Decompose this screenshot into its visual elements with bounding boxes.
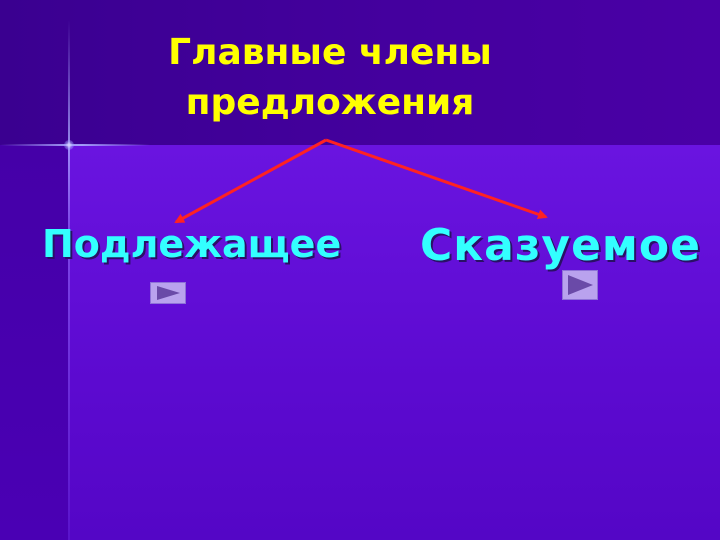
sparkle-horizontal-line: [0, 144, 150, 146]
subject-link-button[interactable]: [150, 282, 186, 304]
arrow-to-subject: [174, 138, 327, 224]
predicate-link-button[interactable]: [562, 270, 598, 300]
slide-title: Главные члены предложения: [130, 28, 530, 128]
play-triangle-icon: [568, 275, 593, 295]
slide-title-line-1: Главные члены: [168, 32, 492, 73]
sparkle-star: [64, 140, 74, 150]
node-predicate: Сказуемое: [420, 220, 701, 271]
background-top: [0, 0, 720, 145]
background-left: [0, 145, 68, 540]
background-main: [68, 145, 720, 540]
play-triangle-icon: [157, 286, 180, 300]
node-subject: Подлежащее: [42, 222, 342, 266]
arrow-to-predicate: [325, 138, 548, 220]
slide-title-line-2: предложения: [185, 82, 475, 123]
sparkle-vertical-line: [68, 20, 70, 540]
